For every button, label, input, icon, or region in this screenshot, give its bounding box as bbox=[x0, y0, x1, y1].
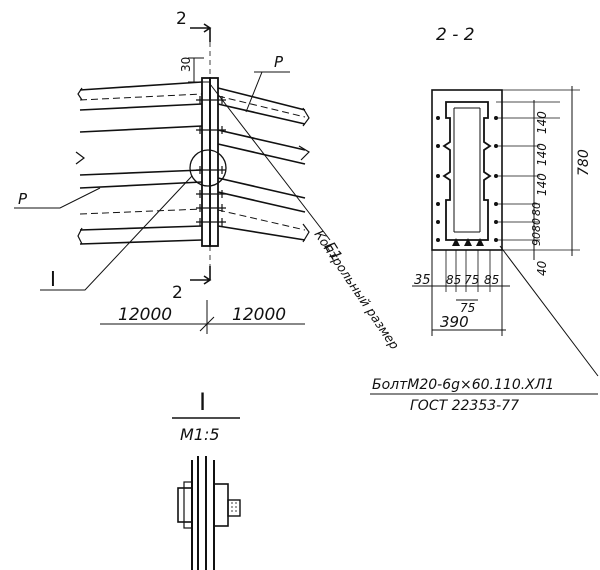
node-callout-leader bbox=[40, 175, 193, 291]
dim-80-b: 80 bbox=[530, 218, 543, 232]
dim-30-label: 30 bbox=[179, 57, 193, 72]
span-right-label: 12000 bbox=[232, 305, 286, 325]
dim-75-a: 75 bbox=[464, 273, 479, 287]
section-mark-bottom: 2 bbox=[172, 283, 183, 303]
section-view bbox=[370, 86, 599, 395]
dim-40: 40 bbox=[535, 260, 549, 276]
joint-plate-right bbox=[209, 77, 219, 247]
detail-nut-right bbox=[213, 483, 229, 527]
dim-780: 780 bbox=[576, 149, 592, 176]
section-mark-top: 2 bbox=[176, 9, 187, 29]
span-dimension-line bbox=[100, 300, 305, 334]
dim-75-b: 75 bbox=[460, 301, 475, 315]
dim-140-c: 140 bbox=[535, 173, 549, 196]
detail-nut-left bbox=[177, 487, 193, 523]
dim-85-a: 85 bbox=[446, 273, 461, 287]
right-beams bbox=[217, 87, 306, 241]
p-top-label: P bbox=[274, 53, 284, 71]
bolt-spec-line1: БолтМ20-6g×60.110.ХЛ1 bbox=[372, 377, 554, 393]
break-mark-right-bot bbox=[302, 223, 310, 243]
p-left-label: P bbox=[18, 190, 28, 208]
detail-plate-right bbox=[205, 456, 215, 570]
section-extension-lines bbox=[496, 89, 580, 251]
detail-view bbox=[177, 456, 241, 570]
section-title: 2 - 2 bbox=[436, 25, 475, 45]
elevation-view bbox=[14, 23, 331, 334]
dim-80-a: 80 bbox=[530, 202, 543, 216]
node-callout-circle bbox=[189, 149, 227, 187]
detail-bolt-thread bbox=[231, 502, 237, 514]
p-top-leader bbox=[245, 71, 290, 113]
dim-30-lines bbox=[188, 57, 210, 83]
section-cut-bottom bbox=[190, 266, 212, 285]
dim-140-a: 140 bbox=[535, 111, 549, 134]
detail-washer-left bbox=[183, 481, 193, 529]
p-left-leader bbox=[14, 187, 101, 209]
left-beams-dashed bbox=[79, 93, 203, 215]
section-cut-top bbox=[190, 23, 212, 42]
detail-scale: М1:5 bbox=[180, 425, 220, 444]
dim-140-b: 140 bbox=[535, 143, 549, 166]
joint-plate-left bbox=[201, 77, 211, 247]
section-outline bbox=[431, 89, 503, 251]
dim-85-b: 85 bbox=[484, 273, 499, 287]
bolt-spec-line2: ГОСТ 22353-77 bbox=[410, 398, 519, 414]
bolt-callout-leader bbox=[370, 245, 599, 395]
control-size-label: Контрольный размер bbox=[312, 227, 403, 352]
detail-title: I bbox=[199, 388, 206, 416]
span-left-label: 12000 bbox=[118, 305, 172, 325]
section-profile-inner bbox=[453, 107, 481, 233]
right-beams-dashed bbox=[217, 95, 306, 231]
section-profile-outer bbox=[442, 101, 492, 241]
dim-390: 390 bbox=[440, 313, 469, 331]
break-mark-right-mid bbox=[298, 145, 310, 161]
control-dimension-line bbox=[209, 83, 331, 241]
section-dim-ticks bbox=[445, 250, 491, 292]
break-mark-left-bot bbox=[77, 227, 83, 245]
detail-bolt-shank bbox=[227, 499, 241, 517]
detail-plate-left bbox=[191, 456, 199, 570]
break-mark-right-top bbox=[302, 107, 310, 127]
dim-35: 35 bbox=[414, 273, 431, 288]
dim-90: 90 bbox=[530, 232, 543, 246]
joint-bolts bbox=[196, 96, 226, 226]
break-mark-left-mid bbox=[75, 151, 85, 165]
break-mark-left-top bbox=[77, 87, 83, 101]
section-dim-bottom-2 bbox=[431, 250, 506, 336]
node-callout-label: I bbox=[50, 267, 56, 291]
left-beams bbox=[79, 81, 203, 245]
